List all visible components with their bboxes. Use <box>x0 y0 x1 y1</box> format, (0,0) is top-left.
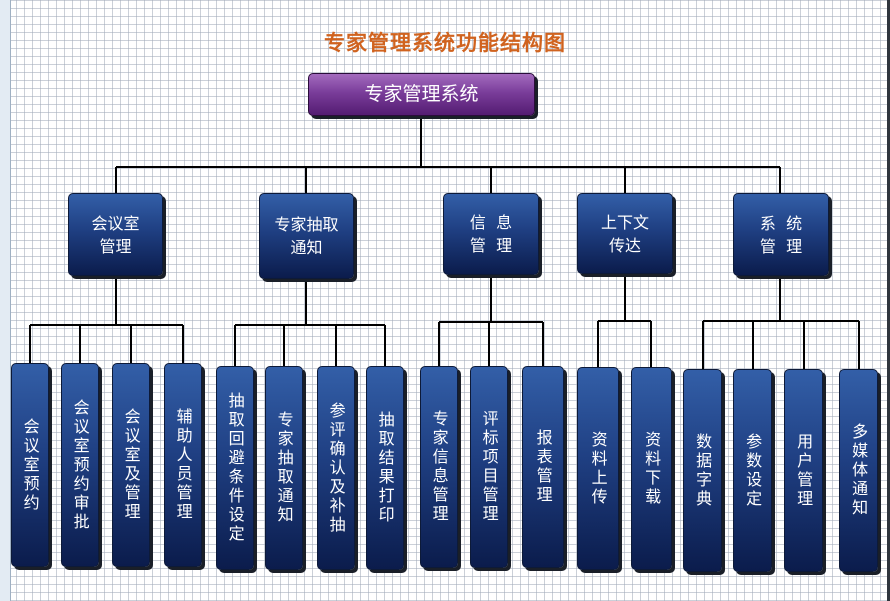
module-system: 系 统 管 理 <box>733 193 829 276</box>
leaf-node: 专家抽取通知 <box>265 366 303 570</box>
leaf-node: 资料上传 <box>577 367 619 570</box>
module-label: 专家抽取 通知 <box>274 215 339 257</box>
leaf-node: 参评确认及补抽 <box>317 366 355 570</box>
module-communication: 上下文 传达 <box>577 193 673 274</box>
leaf-node: 抽取回避条件设定 <box>216 366 254 570</box>
leaf-node: 专家信息管理 <box>420 366 458 568</box>
module-label: 信 息 管 理 <box>469 213 513 255</box>
leaf-node: 评标项目管理 <box>470 366 508 568</box>
module-label: 会议室 管理 <box>91 213 140 256</box>
leaf-node: 辅助人员管理 <box>164 363 202 567</box>
leaf-node: 会议室预约 <box>11 363 49 567</box>
leaf-node: 会议室及管理 <box>112 363 150 567</box>
leaf-node: 多媒体通知 <box>839 369 878 572</box>
module-label: 上下文 传达 <box>600 212 649 255</box>
leaf-node: 数据字典 <box>683 369 722 572</box>
window-right-edge <box>887 0 890 601</box>
leaf-node: 抽取结果打印 <box>366 366 404 570</box>
leaf-node: 资料下载 <box>631 367 672 570</box>
root-node-label: 专家管理系统 <box>364 83 479 105</box>
window-left-edge <box>0 0 11 601</box>
module-label: 系 统 管 理 <box>759 213 803 256</box>
leaf-node: 报表管理 <box>522 366 564 568</box>
leaf-node: 用户管理 <box>784 369 823 572</box>
root-node: 专家管理系统 <box>308 73 535 116</box>
leaf-node: 参数设定 <box>733 369 772 572</box>
leaf-node: 会议室预约审批 <box>61 363 99 567</box>
module-information: 信 息 管 理 <box>443 193 539 275</box>
diagram-title: 专家管理系统功能结构图 <box>324 30 566 55</box>
module-expert-selection: 专家抽取 通知 <box>259 193 354 279</box>
module-meeting-room: 会议室 管理 <box>68 193 163 276</box>
